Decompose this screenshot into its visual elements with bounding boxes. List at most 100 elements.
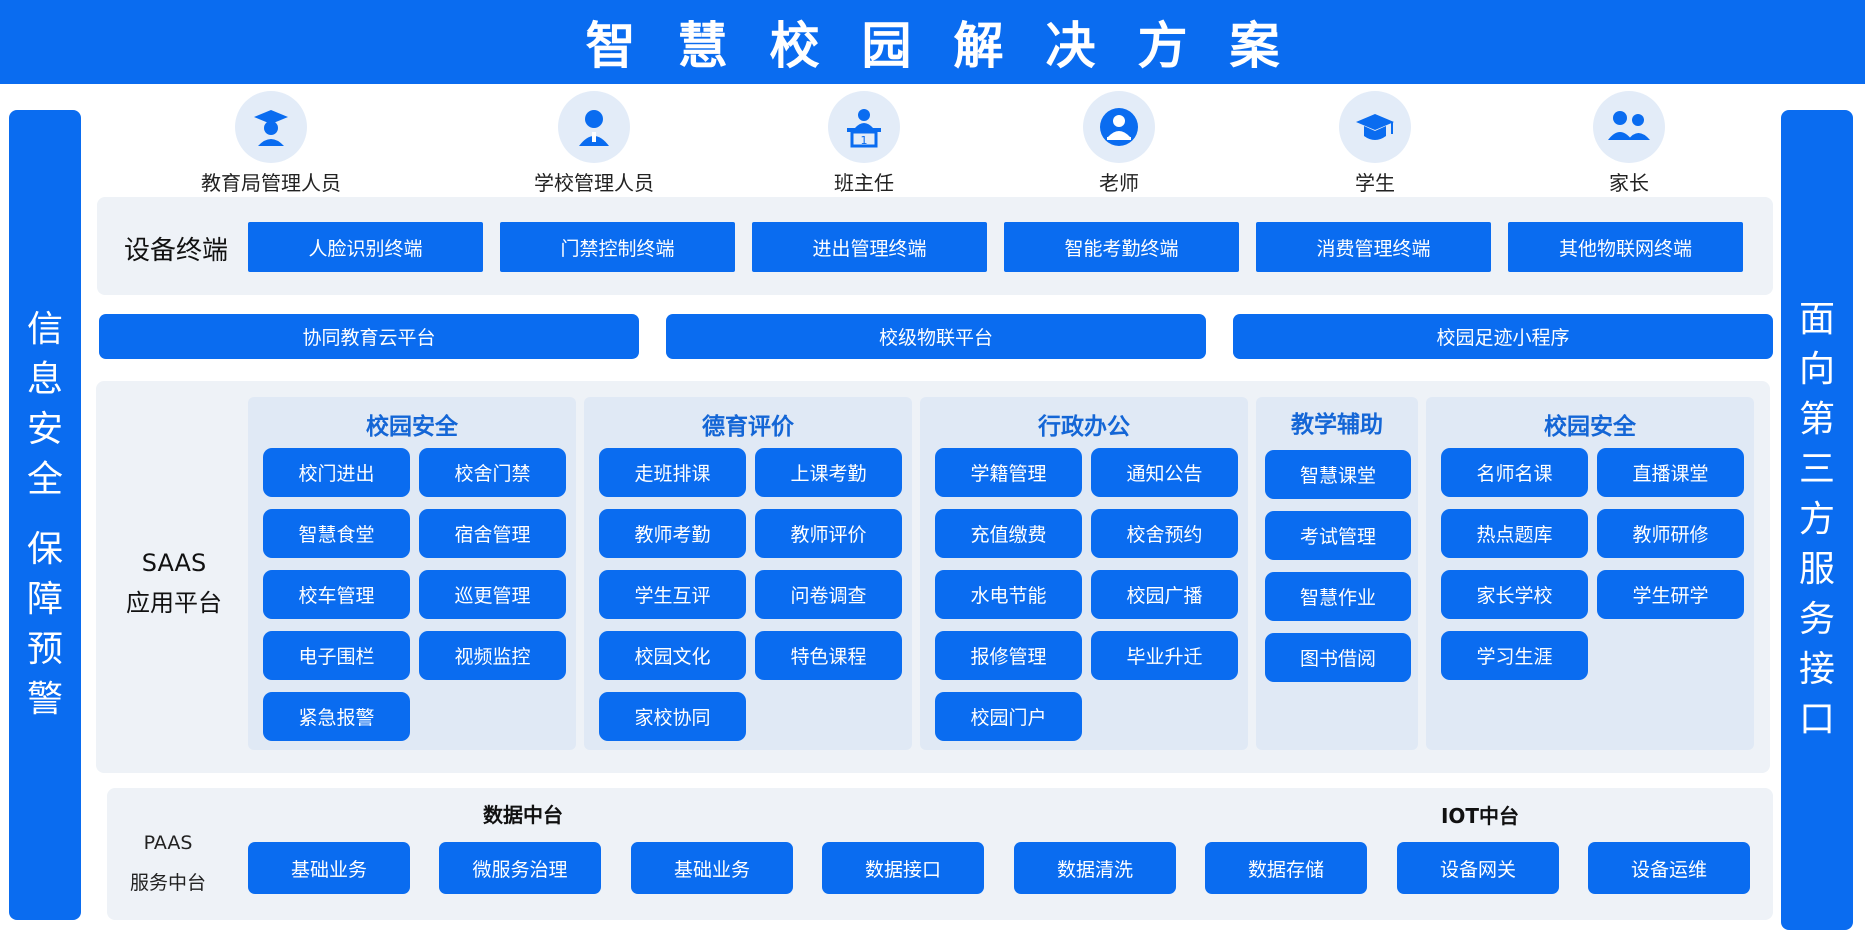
paas-item[interactable]: 设备运维 [1588,842,1750,894]
app-item[interactable]: 问卷调查 [755,570,902,619]
app-item[interactable]: 校园门户 [935,692,1082,741]
app-item[interactable]: 通知公告 [1091,448,1238,497]
device-access-control[interactable]: 门禁控制终端 [500,222,735,272]
app-item[interactable]: 考试管理 [1265,511,1411,560]
role-bureau-admin: 教育局管理人员 [151,91,391,196]
parents-icon [1593,91,1665,163]
app-item[interactable]: 校园文化 [599,631,746,680]
device-other-iot[interactable]: 其他物联网终端 [1508,222,1743,272]
app-item[interactable]: 学生研学 [1597,570,1744,619]
device-terminals-label: 设备终端 [124,236,229,266]
right-bar-char: 务 [1798,599,1835,640]
paas-item[interactable]: 微服务治理 [439,842,601,894]
paas-item[interactable]: 基础业务 [248,842,410,894]
app-item[interactable]: 家校协同 [599,692,746,741]
paas-label-line2: 服务中台 [129,872,206,894]
role-label: 家长 [1609,171,1649,195]
saas-label: SAAS 应用平台 [118,543,230,623]
app-item[interactable]: 充值缴费 [935,509,1082,558]
app-item[interactable]: 紧急报警 [263,692,410,741]
role-teacher: 老师 [999,91,1239,196]
graduation-cap-icon [1339,91,1411,163]
platform-collab-education-cloud[interactable]: 协同教育云平台 [99,314,639,359]
role-head-teacher: 1 班主任 [744,91,984,196]
app-item[interactable]: 校园广播 [1091,570,1238,619]
left-bar-char: 全 [26,459,63,500]
iot-middle-platform-title: IOT中台 [1440,804,1520,828]
app-item[interactable]: 特色课程 [755,631,902,680]
page-title: 智慧校园解决方案 [0,0,1865,84]
device-entry-exit[interactable]: 进出管理终端 [752,222,987,272]
app-item[interactable]: 学籍管理 [935,448,1082,497]
app-item[interactable]: 教师考勤 [599,509,746,558]
official-cap-icon [235,91,307,163]
role-label: 班主任 [834,171,894,195]
right-bar-char: 第 [1798,399,1835,440]
app-item[interactable]: 学生互评 [599,570,746,619]
app-item[interactable]: 巡更管理 [419,570,566,619]
app-item[interactable]: 教师研修 [1597,509,1744,558]
paas-item[interactable]: 数据存储 [1205,842,1367,894]
right-bar-char: 面 [1798,299,1835,340]
device-face-recognition[interactable]: 人脸识别终端 [248,222,483,272]
left-bar-char: 障 [26,579,63,620]
app-item[interactable]: 毕业升迁 [1091,631,1238,680]
platform-campus-footprint-miniapp[interactable]: 校园足迹小程序 [1233,314,1773,359]
head-teacher-icon: 1 [828,91,900,163]
app-item[interactable]: 电子围栏 [263,631,410,680]
role-school-admin: 学校管理人员 [474,91,714,196]
right-bar-char: 口 [1798,699,1835,740]
app-item[interactable]: 家长学校 [1441,570,1588,619]
app-item[interactable]: 上课考勤 [755,448,902,497]
app-item[interactable]: 直播课堂 [1597,448,1744,497]
role-label: 教育局管理人员 [201,171,341,195]
left-bar-char: 信 [26,309,63,350]
app-item[interactable]: 校舍门禁 [419,448,566,497]
app-item[interactable]: 校车管理 [263,570,410,619]
left-bar-char: 安 [26,409,63,450]
app-item[interactable]: 教师评价 [755,509,902,558]
app-item[interactable]: 智慧作业 [1265,572,1411,621]
platform-school-iot[interactable]: 校级物联平台 [666,314,1206,359]
paas-item[interactable]: 基础业务 [631,842,793,894]
section-title: 教学辅助 [1291,412,1383,438]
app-item[interactable]: 宿舍管理 [419,509,566,558]
right-bar-char: 接 [1798,649,1835,690]
svg-text:1: 1 [861,134,868,147]
right-bar-char: 三 [1798,449,1835,490]
left-bar-char: 保 [26,529,63,570]
right-bar-char: 向 [1798,349,1835,390]
left-bar-char: 息 [26,359,63,400]
app-item[interactable]: 水电节能 [935,570,1082,619]
left-bar-char: 预 [26,629,63,670]
right-bar-char: 服 [1798,549,1835,590]
app-item[interactable]: 视频监控 [419,631,566,680]
device-attendance[interactable]: 智能考勤终端 [1004,222,1239,272]
app-item[interactable]: 名师名课 [1441,448,1588,497]
data-middle-platform-title: 数据中台 [483,803,563,827]
app-item[interactable]: 走班排课 [599,448,746,497]
teacher-icon [1083,91,1155,163]
paas-item[interactable]: 数据接口 [822,842,984,894]
app-item[interactable]: 报修管理 [935,631,1082,680]
left-bar-char: 警 [26,679,63,720]
app-item[interactable]: 校舍预约 [1091,509,1238,558]
app-item[interactable]: 智慧课堂 [1265,450,1411,499]
app-item[interactable]: 学习生涯 [1441,631,1588,680]
paas-item[interactable]: 设备网关 [1397,842,1559,894]
paas-label: PAAS 服务中台 [118,823,218,903]
app-item[interactable]: 热点题库 [1441,509,1588,558]
saas-label-line1: SAAS [141,549,207,577]
section-title: 德育评价 [702,414,794,440]
section-title: 校园安全 [366,414,458,440]
paas-label-line1: PAAS [143,832,193,854]
app-item[interactable]: 图书借阅 [1265,633,1411,682]
role-label: 老师 [1099,171,1139,195]
app-item[interactable]: 校门进出 [263,448,410,497]
app-item[interactable]: 智慧食堂 [263,509,410,558]
admin-person-icon [558,91,630,163]
right-bar-char: 方 [1798,499,1835,540]
paas-item[interactable]: 数据清洗 [1014,842,1176,894]
role-parent: 家长 [1509,91,1749,196]
device-consumption[interactable]: 消费管理终端 [1256,222,1491,272]
